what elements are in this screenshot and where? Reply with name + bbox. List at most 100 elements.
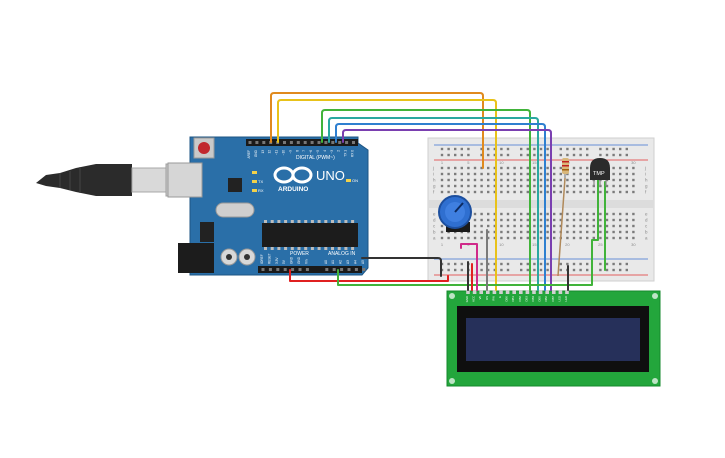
breadboard-hole[interactable]: [493, 166, 496, 170]
breadboard-rail-hole[interactable]: [454, 268, 457, 272]
breadboard-hole[interactable]: [553, 190, 556, 194]
breadboard-hole[interactable]: [546, 230, 549, 234]
breadboard-hole[interactable]: [572, 172, 576, 176]
breadboard-rail-hole[interactable]: [546, 268, 549, 272]
breadboard-rail-hole[interactable]: [493, 153, 496, 157]
breadboard-hole[interactable]: [559, 224, 562, 228]
breadboard-rail-hole[interactable]: [447, 262, 450, 266]
breadboard-rail-hole[interactable]: [539, 153, 543, 157]
lcd-pin[interactable]: [505, 290, 510, 294]
breadboard-rail-hole[interactable]: [586, 153, 589, 157]
breadboard-hole[interactable]: [546, 166, 549, 170]
breadboard-hole[interactable]: [539, 172, 543, 176]
wire-red-arduino[interactable]: [289, 269, 449, 282]
breadboard-hole[interactable]: [632, 184, 635, 188]
breadboard-hole[interactable]: [605, 184, 609, 188]
breadboard-rail-hole[interactable]: [447, 147, 450, 151]
breadboard-hole[interactable]: [493, 236, 496, 240]
breadboard-hole[interactable]: [454, 190, 457, 194]
breadboard-rail-hole[interactable]: [500, 147, 503, 151]
breadboard-hole[interactable]: [605, 236, 609, 240]
breadboard-hole[interactable]: [546, 184, 549, 188]
lcd-pin[interactable]: [512, 290, 516, 294]
breadboard-hole[interactable]: [506, 212, 510, 216]
breadboard-hole[interactable]: [506, 224, 510, 228]
wire-purple[interactable]: [342, 129, 552, 291]
breadboard-hole[interactable]: [447, 172, 450, 176]
breadboard-hole[interactable]: [586, 172, 589, 176]
breadboard-hole[interactable]: [526, 184, 529, 188]
breadboard-rail-hole[interactable]: [454, 147, 457, 151]
breadboard-hole[interactable]: [533, 166, 536, 170]
breadboard-hole[interactable]: [625, 236, 628, 240]
breadboard-hole[interactable]: [454, 172, 457, 176]
wire-magenta[interactable]: [460, 243, 478, 291]
header-pin-hole[interactable]: [340, 268, 344, 271]
breadboard-hole[interactable]: [619, 212, 622, 216]
breadboard-hole[interactable]: [480, 190, 483, 194]
breadboard-hole[interactable]: [480, 212, 483, 216]
breadboard-hole[interactable]: [493, 172, 496, 176]
breadboard-hole[interactable]: [533, 212, 536, 216]
lcd-pin[interactable]: [532, 290, 536, 294]
breadboard-hole[interactable]: [506, 184, 510, 188]
breadboard-rail-hole[interactable]: [506, 147, 510, 151]
lcd-pin[interactable]: [519, 290, 523, 294]
breadboard-rail-hole[interactable]: [579, 262, 582, 266]
breadboard-hole[interactable]: [566, 224, 569, 228]
breadboard-hole[interactable]: [467, 190, 470, 194]
breadboard-hole[interactable]: [447, 178, 450, 182]
breadboard-hole[interactable]: [566, 236, 569, 240]
breadboard-hole[interactable]: [559, 166, 562, 170]
breadboard-hole[interactable]: [572, 230, 576, 234]
breadboard-hole[interactable]: [506, 218, 510, 222]
breadboard-rail-hole[interactable]: [605, 262, 609, 266]
breadboard-hole[interactable]: [460, 166, 463, 170]
breadboard-hole[interactable]: [612, 166, 615, 170]
breadboard-hole[interactable]: [553, 224, 556, 228]
lcd-pin[interactable]: [479, 290, 483, 294]
breadboard-rail-hole[interactable]: [625, 147, 628, 151]
breadboard-hole[interactable]: [533, 190, 536, 194]
breadboard-hole[interactable]: [447, 236, 450, 240]
breadboard-hole[interactable]: [619, 218, 622, 222]
breadboard-hole[interactable]: [520, 236, 523, 240]
header-pin-hole[interactable]: [276, 268, 280, 271]
breadboard-hole[interactable]: [533, 230, 536, 234]
breadboard-hole[interactable]: [526, 236, 529, 240]
breadboard-hole[interactable]: [619, 224, 622, 228]
breadboard-rail-hole[interactable]: [480, 262, 483, 266]
breadboard-hole[interactable]: [625, 230, 628, 234]
breadboard-hole[interactable]: [586, 218, 589, 222]
breadboard-hole[interactable]: [467, 172, 470, 176]
breadboard-hole[interactable]: [625, 190, 628, 194]
breadboard-rail-hole[interactable]: [539, 262, 543, 266]
breadboard-hole[interactable]: [473, 224, 477, 228]
breadboard-rail-hole[interactable]: [546, 262, 549, 266]
breadboard-rail-hole[interactable]: [460, 268, 463, 272]
breadboard-hole[interactable]: [553, 212, 556, 216]
breadboard-hole[interactable]: [487, 172, 490, 176]
breadboard-hole[interactable]: [586, 166, 589, 170]
breadboard-hole[interactable]: [526, 166, 529, 170]
breadboard-hole[interactable]: [539, 236, 543, 240]
header-pin-hole[interactable]: [332, 268, 336, 271]
breadboard-hole[interactable]: [579, 166, 582, 170]
breadboard-hole[interactable]: [520, 218, 523, 222]
breadboard-rail-hole[interactable]: [506, 268, 510, 272]
breadboard-hole[interactable]: [625, 224, 628, 228]
breadboard-hole[interactable]: [500, 178, 503, 182]
breadboard-hole[interactable]: [487, 230, 490, 234]
breadboard-hole[interactable]: [473, 190, 477, 194]
breadboard-hole[interactable]: [493, 230, 496, 234]
breadboard-hole[interactable]: [632, 218, 635, 222]
breadboard-hole[interactable]: [605, 212, 609, 216]
breadboard-hole[interactable]: [579, 212, 582, 216]
breadboard-hole[interactable]: [579, 184, 582, 188]
breadboard-hole[interactable]: [500, 224, 503, 228]
breadboard-hole[interactable]: [513, 236, 516, 240]
breadboard-hole[interactable]: [553, 166, 556, 170]
breadboard-hole[interactable]: [493, 190, 496, 194]
breadboard-hole[interactable]: [572, 178, 576, 182]
breadboard-hole[interactable]: [572, 184, 576, 188]
